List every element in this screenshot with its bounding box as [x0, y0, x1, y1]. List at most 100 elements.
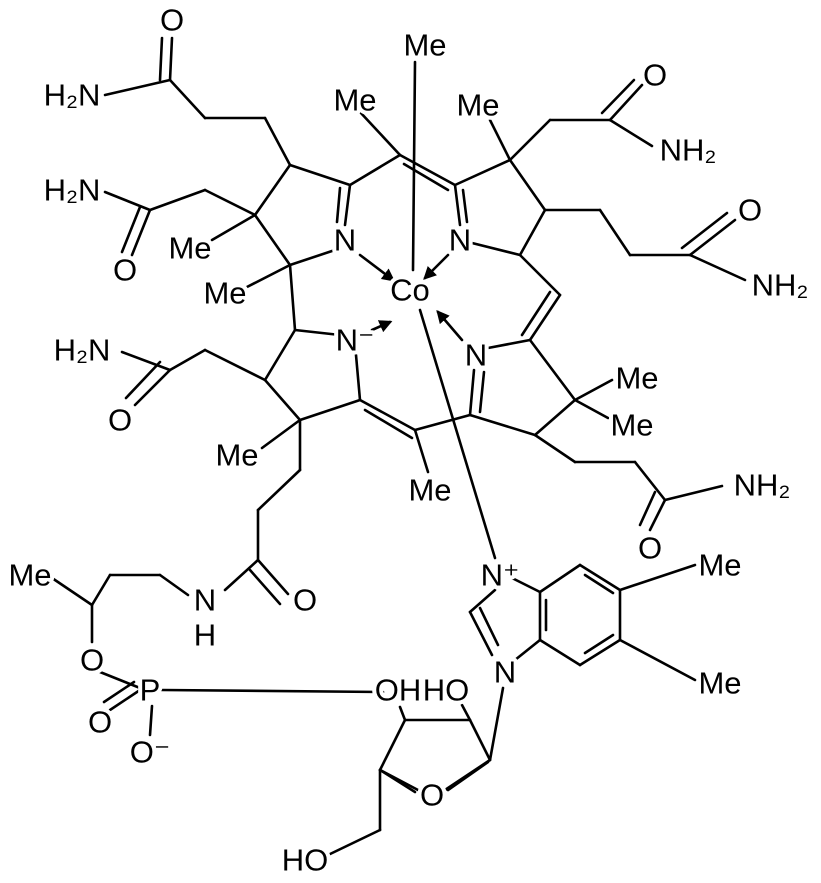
- atom-h2n3: H₂N: [54, 333, 111, 368]
- atom-nh: N: [194, 583, 216, 618]
- bond: [130, 208, 152, 257]
- atom-o1: O: [160, 3, 184, 38]
- atom-o4: O: [738, 193, 762, 228]
- bond: [663, 484, 724, 502]
- bond: [578, 638, 622, 667]
- bond: [210, 213, 257, 242]
- coordination-arrow: [358, 253, 396, 282]
- atom-oh1: OH: [375, 673, 422, 708]
- atom-nh2-1: NH₂: [660, 133, 717, 168]
- bond: [508, 158, 547, 212]
- bond: [120, 350, 172, 372]
- bond: [348, 153, 402, 187]
- bond: [453, 183, 462, 227]
- atom-me-a2: Me: [203, 276, 246, 311]
- bond: [148, 188, 207, 212]
- bond: [648, 498, 667, 532]
- bond: [288, 248, 337, 267]
- bond: [583, 573, 615, 595]
- bond: [120, 205, 142, 254]
- bond: [343, 183, 352, 227]
- bond: [168, 78, 207, 120]
- bond: [533, 398, 577, 437]
- atom-n-a: N: [334, 223, 356, 258]
- bond: [160, 688, 385, 694]
- bond: [363, 408, 414, 440]
- atom-co: Co: [390, 273, 430, 308]
- atom-nh2-2: NH₂: [752, 268, 809, 303]
- bond: [518, 208, 547, 257]
- bond: [468, 368, 476, 417]
- bond: [358, 110, 402, 157]
- bond: [168, 348, 207, 372]
- bond: [288, 263, 297, 332]
- atom-o-minus: O⁻: [130, 735, 170, 770]
- atom-me-bz1: Me: [698, 548, 741, 583]
- bond: [638, 490, 657, 527]
- atom-o-ring: O: [420, 778, 444, 813]
- bond: [583, 633, 615, 655]
- bond: [573, 398, 610, 420]
- bond: [298, 398, 362, 422]
- bond: [418, 308, 497, 560]
- bond: [608, 118, 654, 148]
- bond: [598, 208, 632, 257]
- bond: [633, 460, 667, 502]
- atom-me-c2: Me: [610, 408, 653, 443]
- bond: [413, 428, 430, 474]
- atom-me-a1: Me: [168, 231, 211, 266]
- bond: [103, 190, 152, 212]
- bond: [293, 328, 342, 337]
- atom-ho2: HO: [282, 843, 329, 878]
- atom-n-plus: N⁺: [481, 558, 520, 593]
- bond: [326, 828, 382, 857]
- bond: [148, 704, 154, 737]
- atom-p: P: [140, 673, 161, 708]
- bond: [478, 606, 500, 647]
- bond: [413, 413, 472, 432]
- bond: [203, 188, 257, 217]
- bond: [520, 290, 552, 337]
- bond: [486, 338, 532, 350]
- bond: [288, 163, 352, 187]
- bond: [90, 573, 112, 607]
- bond: [488, 686, 505, 762]
- bond: [468, 610, 494, 657]
- coordination-arrow: [436, 310, 464, 342]
- bond: [253, 213, 292, 267]
- bond: [528, 293, 562, 342]
- bond: [260, 418, 302, 450]
- bond: [378, 718, 407, 772]
- bond: [256, 558, 290, 596]
- atom-h2n1: H₂N: [44, 78, 101, 113]
- atom-labels: O H₂N H₂N O Me Me N Co N Me Me Me O NH₂ …: [4, 0, 812, 882]
- bonds: [50, 36, 747, 857]
- atom-me-bz2: Me: [698, 666, 741, 701]
- atom-me-meso1: Me: [333, 83, 376, 118]
- coordination-arrow: [370, 320, 393, 333]
- atom-me-meso2: Me: [408, 473, 451, 508]
- atom-n-bz: N: [494, 655, 516, 690]
- atom-h2n2: H₂N: [44, 173, 101, 208]
- bond: [124, 360, 162, 400]
- bond: [538, 638, 582, 667]
- atom-o2: O: [113, 253, 137, 288]
- bond: [461, 188, 469, 224]
- bond: [133, 368, 172, 407]
- bond: [102, 680, 136, 704]
- bond: [688, 218, 737, 257]
- bond: [203, 348, 267, 382]
- bond: [158, 573, 190, 597]
- atom-o3: O: [643, 58, 667, 93]
- atom-me-top: Me: [403, 28, 446, 63]
- atom-n-c: N: [465, 338, 487, 373]
- bond: [528, 338, 577, 402]
- bond: [533, 433, 577, 464]
- bond: [518, 253, 562, 297]
- bond: [98, 670, 142, 690]
- bond: [411, 60, 417, 272]
- bond: [103, 78, 172, 97]
- bond: [468, 588, 497, 614]
- bond: [263, 328, 297, 382]
